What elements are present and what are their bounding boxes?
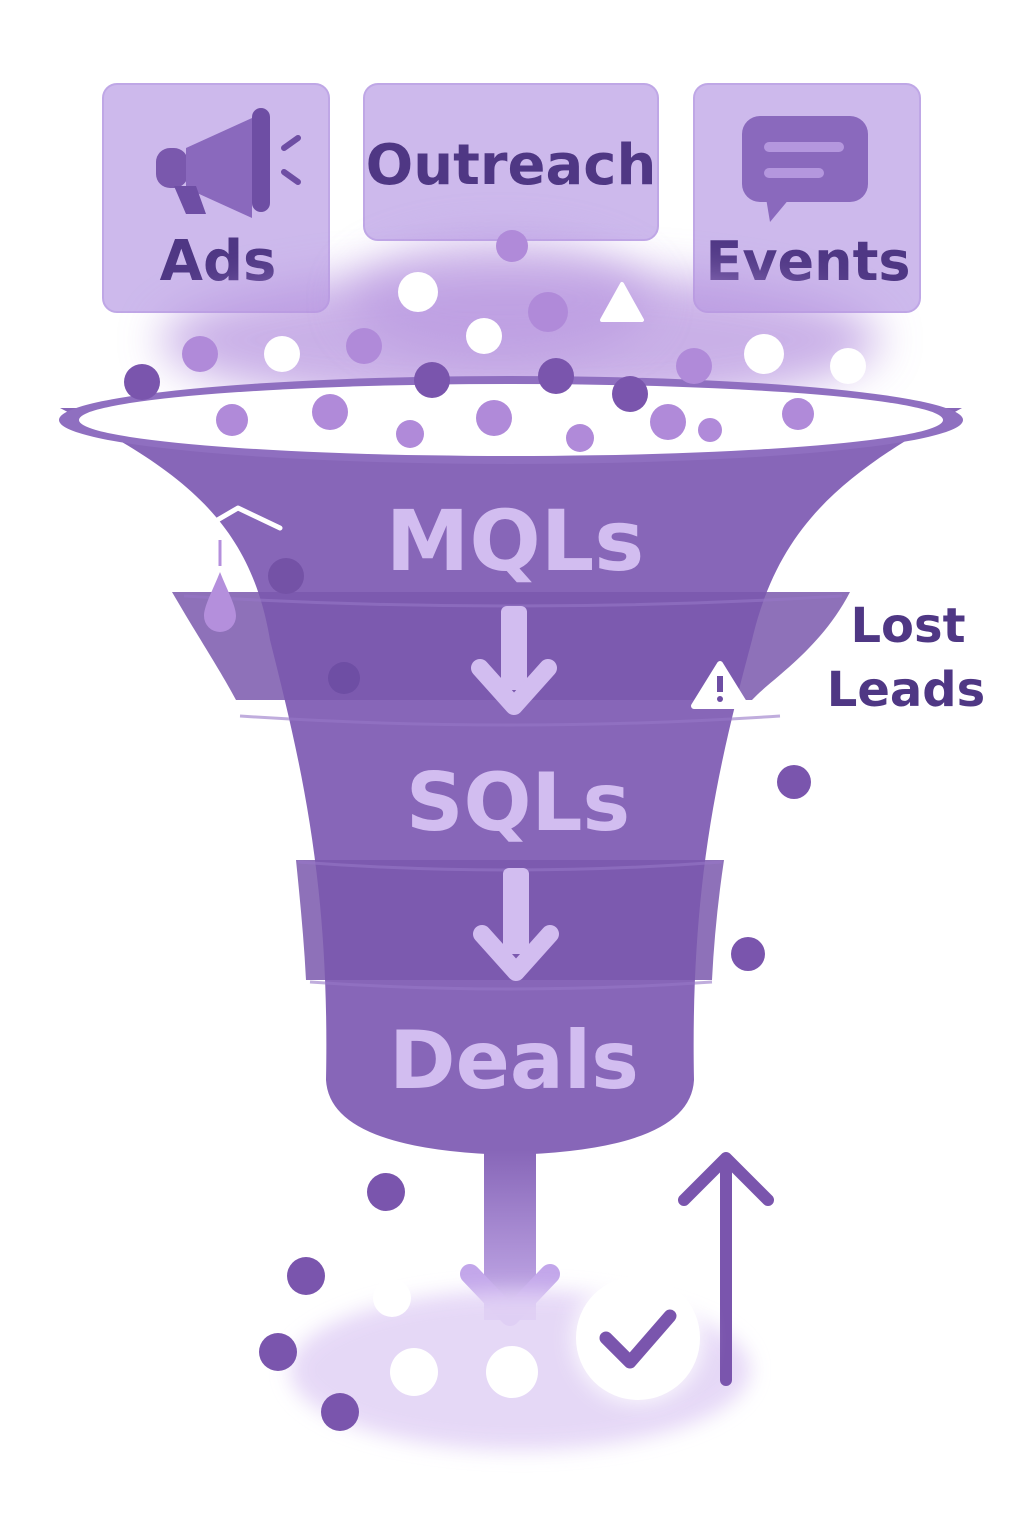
lead-dot <box>612 376 648 412</box>
lead-dot <box>367 1173 405 1211</box>
triangle-icon <box>600 282 644 322</box>
lost-leads-line1: Lost <box>850 598 965 654</box>
lead-dot <box>777 765 811 799</box>
lead-dot <box>782 398 814 430</box>
ads-label: Ads <box>160 229 277 294</box>
stage-sqls: SQLs <box>406 756 630 849</box>
events-label: Events <box>705 230 910 293</box>
funnel <box>59 376 963 1155</box>
lead-dot <box>268 558 304 594</box>
lead-dot <box>287 1257 325 1295</box>
arrow-down-icon <box>471 606 557 715</box>
lead-dot <box>312 394 348 430</box>
lead-dot <box>321 1393 359 1431</box>
lead-dot <box>259 1333 297 1371</box>
lead-dot <box>604 1208 640 1244</box>
lead-dot <box>264 336 300 372</box>
stage-deals: Deals <box>389 1014 639 1107</box>
lead-dots <box>124 230 866 1431</box>
lead-dot <box>328 662 360 694</box>
lead-dot <box>566 424 594 452</box>
source-card-ads: Ads <box>102 83 330 313</box>
stage-mqls: MQLs <box>386 492 645 590</box>
lead-dot <box>390 1348 438 1396</box>
arrow-down-icon <box>473 868 559 981</box>
arrow-up-icon <box>678 1152 774 1386</box>
outreach-label: Outreach <box>366 133 657 198</box>
warning-icon <box>691 661 749 709</box>
lead-dot <box>396 420 424 448</box>
source-card-events: Events <box>693 83 921 313</box>
lead-dot <box>744 334 784 374</box>
lead-dot <box>731 937 765 971</box>
lead-dot <box>346 328 382 364</box>
lead-dot <box>124 364 160 400</box>
megaphone-icon <box>156 108 301 218</box>
lead-dot <box>373 1279 411 1317</box>
chat-bubble-icon <box>742 116 868 222</box>
lead-dot <box>650 404 686 440</box>
lead-dot <box>698 418 722 442</box>
lead-dot <box>466 318 502 354</box>
lead-dot <box>676 348 712 384</box>
lead-dot <box>538 358 574 394</box>
lead-dot <box>216 404 248 436</box>
source-card-outreach: Outreach <box>363 83 659 241</box>
lead-dot <box>528 292 568 332</box>
lead-dot <box>486 1346 538 1398</box>
check-circle-icon <box>572 1272 704 1404</box>
lead-dot <box>414 362 450 398</box>
crack-icon <box>175 489 283 531</box>
lead-dot <box>476 400 512 436</box>
lead-dot <box>830 348 866 384</box>
lost-leads-line2: Leads <box>827 662 985 718</box>
lead-dot <box>398 272 438 312</box>
lead-dot <box>496 230 528 262</box>
droplet-icon <box>204 572 236 632</box>
lead-dot <box>182 336 218 372</box>
